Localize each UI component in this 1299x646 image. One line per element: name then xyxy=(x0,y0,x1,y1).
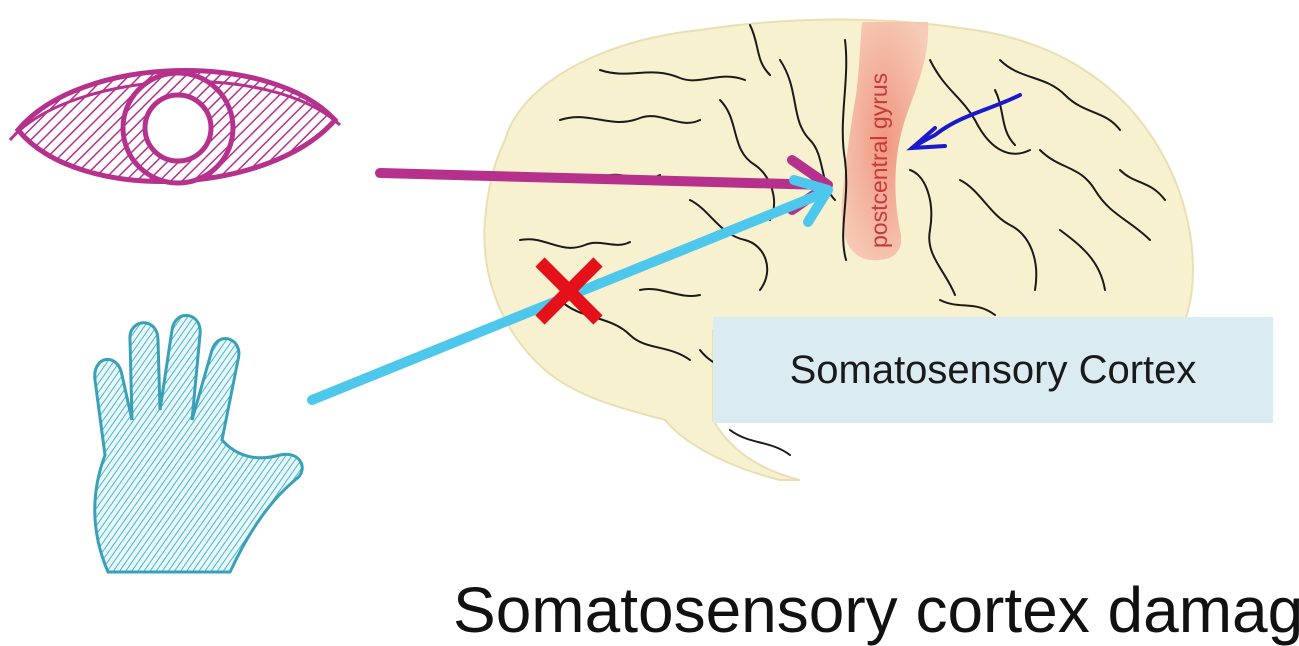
diagram-canvas: postcentral gyrus xyxy=(0,0,1299,592)
eye-icon xyxy=(10,70,340,183)
bottom-caption: Somatosensory cortex damage xyxy=(453,578,1299,642)
somatosensory-cortex-label: Somatosensory Cortex xyxy=(790,348,1197,393)
gyrus-label: postcentral gyrus xyxy=(866,73,892,248)
hand-icon xyxy=(95,315,302,572)
somatosensory-cortex-label-box: Somatosensory Cortex xyxy=(713,317,1273,423)
